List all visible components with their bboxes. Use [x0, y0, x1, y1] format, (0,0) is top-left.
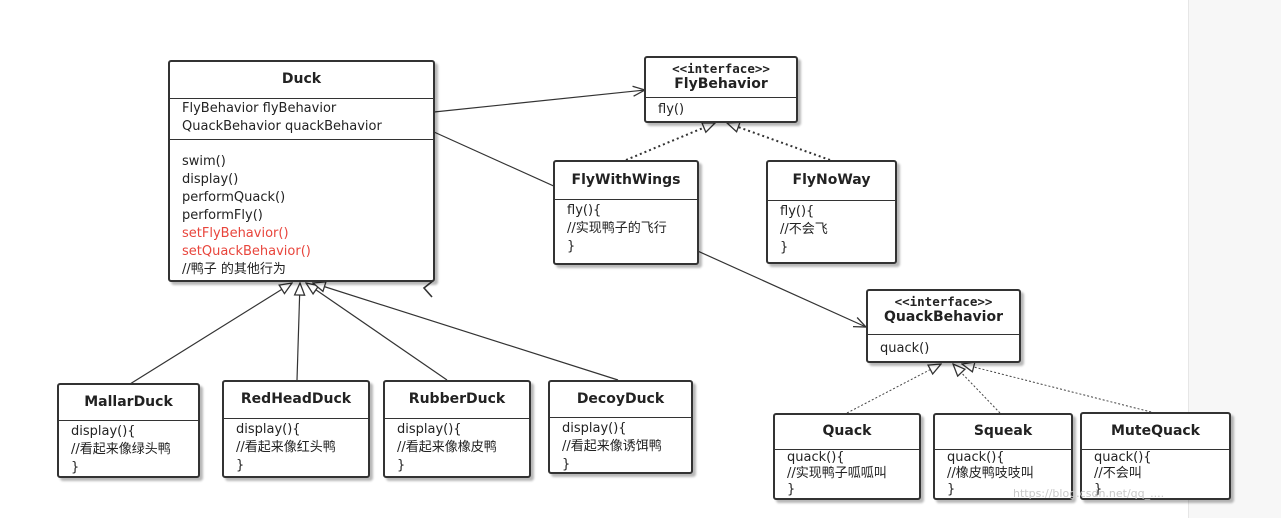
- body-line: }: [780, 240, 789, 255]
- flynoway-class-box: FlyNoWay fly(){ //不会飞 }: [766, 160, 897, 264]
- rubberduck-extends-duck: [306, 283, 448, 381]
- class-body: fly(){ //实现鸭子的飞行 }: [555, 200, 697, 258]
- class-body: quack(){ //橡皮鸭吱吱叫 }: [935, 450, 1071, 500]
- method: fly(): [658, 102, 685, 117]
- body-line: }: [1094, 482, 1103, 497]
- mallarduck-extends-duck: [129, 283, 292, 385]
- class-body: display(){ //看起来像诱饵鸭 }: [550, 418, 691, 476]
- class-body: fly(){ //不会飞 }: [768, 201, 895, 259]
- body-line: display(){: [236, 422, 301, 437]
- field: QuackBehavior quackBehavior: [182, 119, 382, 134]
- body-line: }: [397, 458, 406, 473]
- body-line: quack(){: [787, 450, 845, 465]
- class-name: Squeak: [935, 415, 1071, 450]
- quack-implements: [846, 364, 941, 414]
- field: FlyBehavior flyBehavior: [182, 101, 337, 116]
- method-highlighted: setFlyBehavior(): [182, 226, 289, 241]
- body-line: //实现鸭子的飞行: [567, 221, 667, 236]
- mutequack-implements: [962, 364, 1156, 414]
- method: quack(): [880, 341, 930, 356]
- mutequack-class-box: MuteQuack quack(){ //不会叫 }: [1080, 412, 1231, 500]
- interface-header: <<interface>> QuackBehavior: [868, 291, 1019, 335]
- body-line: }: [562, 457, 571, 472]
- decoyduck-extends-duck: [313, 283, 619, 381]
- interface-name: QuackBehavior: [884, 309, 1003, 325]
- class-body: quack(){ //不会叫 }: [1082, 450, 1229, 500]
- decoyduck-class-box: DecoyDuck display(){ //看起来像诱饵鸭 }: [548, 380, 693, 474]
- interface-name: FlyBehavior: [674, 76, 768, 92]
- redheadduck-extends-duck: [297, 283, 300, 381]
- class-name: FlyWithWings: [555, 162, 697, 200]
- body-line: display(){: [397, 422, 462, 437]
- flywithwings-implements: [625, 122, 715, 161]
- body-line: }: [947, 482, 956, 497]
- class-body: quack(){ //实现鸭子呱呱叫 }: [775, 450, 919, 500]
- stereotype: <<interface>>: [894, 294, 993, 309]
- method-highlighted: setQuackBehavior(): [182, 244, 311, 259]
- method-comment: //鸭子 的其他行为: [182, 262, 286, 277]
- body-line: }: [71, 460, 80, 475]
- method: display(): [182, 172, 239, 187]
- mallarduck-class-box: MallarDuck display(){ //看起来像绿头鸭 }: [57, 383, 200, 478]
- method-list: fly(): [646, 98, 796, 121]
- duck-to-flybehavior-association: [433, 90, 645, 113]
- class-name: MallarDuck: [59, 385, 198, 421]
- flywithwings-class-box: FlyWithWings fly(){ //实现鸭子的飞行 }: [553, 160, 699, 265]
- rubberduck-class-box: RubberDuck display(){ //看起来像橡皮鸭 }: [383, 380, 531, 478]
- body-line: //橡皮鸭吱吱叫: [947, 466, 1034, 481]
- squeak-class-box: Squeak quack(){ //橡皮鸭吱吱叫 }: [933, 413, 1073, 500]
- field-list: FlyBehavior flyBehavior QuackBehavior qu…: [170, 99, 433, 139]
- method-list: swim() display() performQuack() performF…: [170, 139, 433, 281]
- body-line: }: [567, 239, 576, 254]
- body-line: //看起来像橡皮鸭: [397, 440, 497, 455]
- class-name: DecoyDuck: [550, 382, 691, 418]
- method-list: quack(): [868, 335, 1019, 360]
- stray-arrowhead: [422, 279, 435, 298]
- body-line: display(){: [562, 421, 627, 436]
- body-line: //看起来像红头鸭: [236, 440, 336, 455]
- squeak-implements: [953, 364, 1001, 414]
- duck-class-box: Duck FlyBehavior flyBehavior QuackBehavi…: [168, 60, 435, 282]
- body-line: //实现鸭子呱呱叫: [787, 466, 887, 481]
- body-line: quack(){: [947, 450, 1005, 465]
- class-name: RubberDuck: [385, 382, 529, 419]
- class-name: RedHeadDuck: [224, 382, 368, 419]
- method: performFly(): [182, 208, 263, 223]
- class-name: FlyNoWay: [768, 162, 895, 201]
- class-name: MuteQuack: [1082, 414, 1229, 450]
- body-line: fly(){: [780, 204, 815, 219]
- flynoway-implements: [727, 123, 831, 161]
- body-line: quack(){: [1094, 450, 1152, 465]
- flybehavior-interface-box: <<interface>> FlyBehavior fly(): [644, 56, 798, 123]
- body-line: //不会飞: [780, 222, 828, 237]
- method: swim(): [182, 154, 226, 169]
- quack-class-box: Quack quack(){ //实现鸭子呱呱叫 }: [773, 413, 921, 500]
- class-body: display(){ //看起来像红头鸭 }: [224, 419, 368, 477]
- body-line: fly(){: [567, 203, 602, 218]
- class-name: Duck: [170, 62, 433, 99]
- interface-header: <<interface>> FlyBehavior: [646, 58, 796, 98]
- class-body: display(){ //看起来像橡皮鸭 }: [385, 419, 529, 477]
- body-line: //看起来像诱饵鸭: [562, 439, 662, 454]
- body-line: //看起来像绿头鸭: [71, 442, 171, 457]
- body-line: }: [787, 482, 796, 497]
- body-line: display(){: [71, 424, 136, 439]
- body-line: }: [236, 458, 245, 473]
- stereotype: <<interface>>: [672, 61, 770, 76]
- class-name: Quack: [775, 415, 919, 450]
- quackbehavior-interface-box: <<interface>> QuackBehavior quack(): [866, 289, 1021, 363]
- redheadduck-class-box: RedHeadDuck display(){ //看起来像红头鸭 }: [222, 380, 370, 478]
- body-line: //不会叫: [1094, 466, 1142, 481]
- class-body: display(){ //看起来像绿头鸭 }: [59, 421, 198, 479]
- watermark: https://blog.csdn.net/qq_....: [1013, 487, 1165, 500]
- method: performQuack(): [182, 190, 286, 205]
